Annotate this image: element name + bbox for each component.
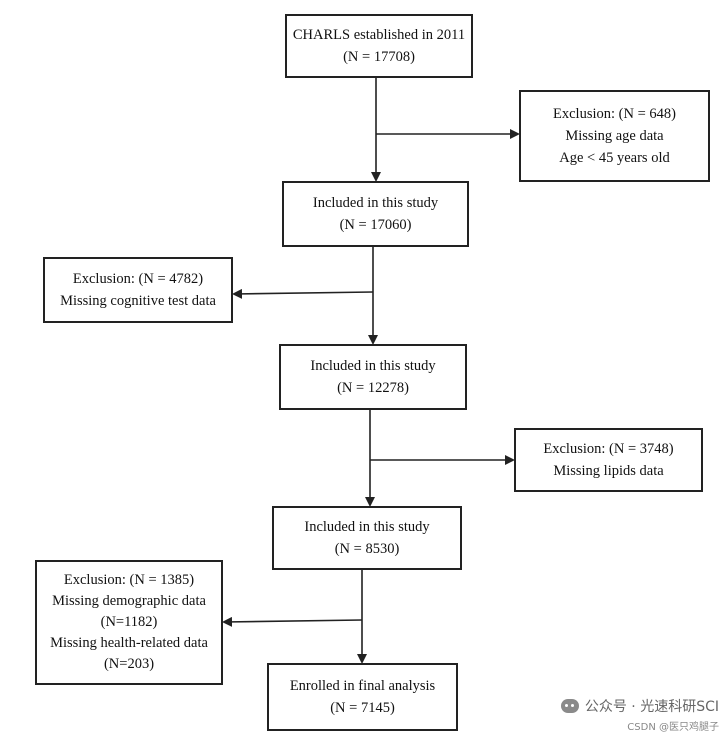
exclusion-box-4: Exclusion: (N = 1385) Missing demographi… (35, 560, 223, 685)
exclusion-2-count: Exclusion: (N = 4782) (72, 271, 204, 287)
watermark-main-text: 公众号 · 光速科研SCI (584, 699, 719, 715)
final-count: (N = 7145) (330, 700, 395, 716)
included-box-1: Included in this study (N = 17060) (282, 181, 469, 247)
final-title: Enrolled in final analysis (289, 678, 436, 694)
exclusion-1-reason-a: Missing age data (565, 128, 664, 144)
start-count: (N = 17708) (343, 49, 415, 65)
start-box: CHARLS established in 2011 (N = 17708) (285, 14, 473, 78)
included-3-count: (N = 8530) (334, 541, 400, 557)
exclusion-1-reason-b: Age < 45 years old (559, 150, 670, 166)
exclusion-1-count: Exclusion: (N = 648) (553, 106, 676, 122)
exclusion-3-count: Exclusion: (N = 3748) (543, 441, 674, 457)
exclusion-box-3: Exclusion: (N = 3748) Missing lipids dat… (514, 428, 703, 492)
exclusion-box-2: Exclusion: (N = 4782) Missing cognitive … (43, 257, 233, 323)
exclusion-4-reason-a-count: (N=1182) (100, 614, 158, 630)
arrow-to-exclusion4 (222, 616, 363, 627)
included-box-3: Included in this study (N = 8530) (272, 506, 462, 570)
wechat-icon (560, 699, 579, 713)
included-1-title: Included in this study (312, 195, 439, 211)
exclusion-2-reason: Missing cognitive test data (60, 293, 216, 309)
arrow-to-exclusion2 (232, 288, 374, 299)
start-title: CHARLS established in 2011 (292, 27, 466, 43)
exclusion-4-reason-b: Missing health-related data (50, 635, 208, 651)
exclusion-4-reason-a: Missing demographic data (52, 593, 206, 609)
final-box: Enrolled in final analysis (N = 7145) (267, 663, 458, 731)
included-3-title: Included in this study (304, 519, 430, 535)
included-1-count: (N = 17060) (339, 217, 412, 233)
included-box-2: Included in this study (N = 12278) (279, 344, 467, 410)
watermark: 公众号 · 光速科研SCI CSDN @医只鸡腿子 (560, 696, 719, 733)
included-2-title: Included in this study (310, 358, 436, 374)
exclusion-box-1: Exclusion: (N = 648) Missing age data Ag… (519, 90, 710, 182)
included-2-count: (N = 12278) (337, 380, 409, 396)
exclusion-4-reason-b-count: (N=203) (103, 656, 155, 672)
exclusion-3-reason: Missing lipids data (553, 463, 664, 479)
watermark-sub-text: CSDN @医只鸡腿子 (627, 722, 719, 733)
exclusion-4-count: Exclusion: (N = 1385) (63, 572, 195, 588)
